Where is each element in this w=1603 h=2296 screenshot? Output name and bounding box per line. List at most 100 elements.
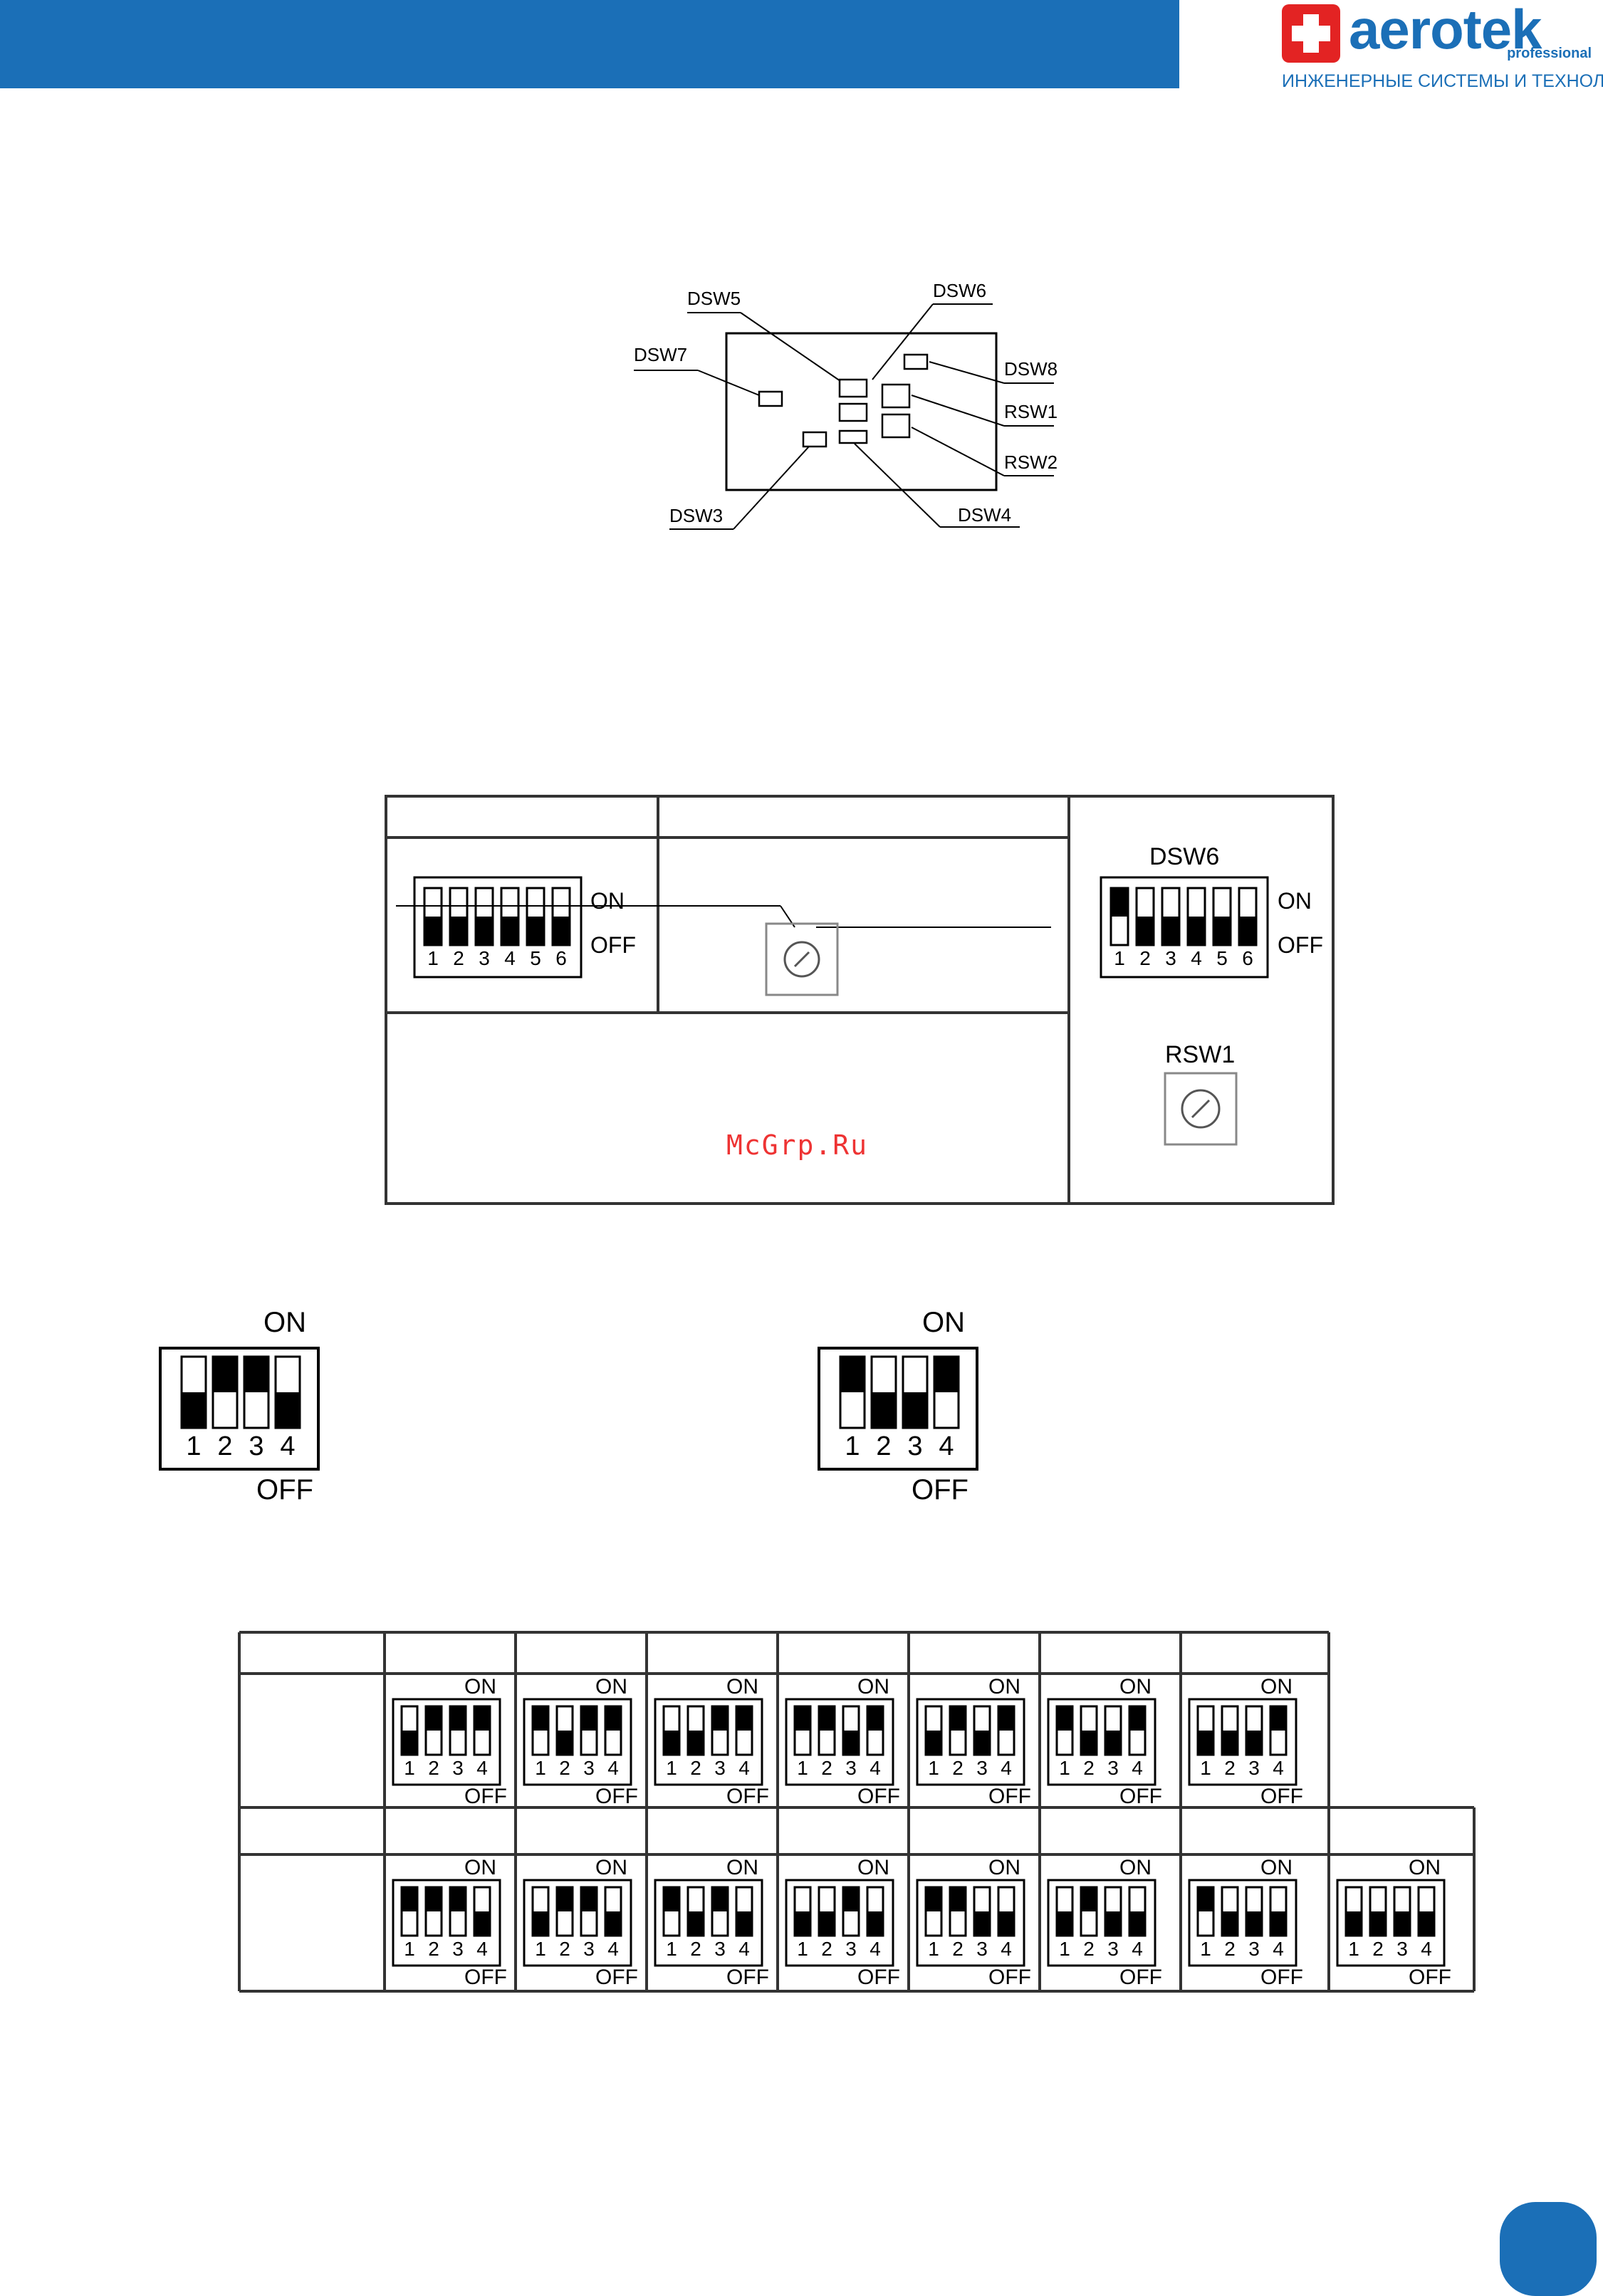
- svg-text:3: 3: [1248, 1938, 1260, 1960]
- table-row2-cell-1-slot-4: 4: [473, 1886, 491, 1960]
- label-dsw7: DSW7: [634, 344, 687, 365]
- svg-text:2: 2: [952, 1938, 964, 1960]
- svg-text:ON: ON: [726, 1675, 758, 1698]
- table-row2-cell-6-slot-2: 2: [1080, 1886, 1098, 1960]
- table-row2-cell-3-slot-1: 1: [662, 1886, 681, 1960]
- svg-text:2: 2: [876, 1431, 891, 1461]
- dip6-left-slot-5: 5: [526, 887, 545, 969]
- svg-text:6: 6: [1242, 947, 1253, 969]
- svg-text:2: 2: [690, 1938, 701, 1960]
- dip6-left-slot-3: 3: [474, 887, 494, 969]
- svg-text:OFF: OFF: [1260, 1785, 1303, 1808]
- svg-text:3: 3: [714, 1757, 726, 1779]
- svg-text:4: 4: [870, 1757, 881, 1779]
- label-rsw2: RSW2: [1004, 452, 1058, 473]
- svg-text:3: 3: [976, 1938, 988, 1960]
- svg-text:3: 3: [1396, 1938, 1408, 1960]
- svg-text:4: 4: [607, 1938, 619, 1960]
- table-row2-cell-3-slot-2: 2: [686, 1886, 705, 1960]
- table-row1-cell-6-slot-3: 3: [1104, 1705, 1122, 1779]
- svg-text:6: 6: [555, 947, 567, 969]
- table-row1-cell-2-slot-1: 1: [531, 1705, 550, 1779]
- table-row2-cell-6-slot-3: 3: [1104, 1886, 1122, 1960]
- svg-text:ON: ON: [1278, 888, 1312, 914]
- table-row1-cell-3-slot-4: 4: [735, 1705, 753, 1779]
- example-right-slot-4: 4: [933, 1355, 960, 1461]
- svg-text:4: 4: [738, 1757, 750, 1779]
- svg-text:3: 3: [583, 1757, 595, 1779]
- table-row1-cell-1-slot-2: 2: [424, 1705, 443, 1779]
- svg-text:5: 5: [530, 947, 541, 969]
- svg-text:1: 1: [928, 1938, 939, 1960]
- svg-text:ON: ON: [857, 1675, 889, 1698]
- svg-text:1: 1: [845, 1431, 860, 1461]
- svg-text:2: 2: [1083, 1757, 1095, 1779]
- svg-text:ON: ON: [464, 1856, 496, 1879]
- svg-text:OFF: OFF: [726, 1785, 769, 1808]
- table-row2-cell-8-slot-2: 2: [1369, 1886, 1387, 1960]
- header-bar: [0, 0, 1179, 88]
- svg-text:3: 3: [1248, 1757, 1260, 1779]
- table-row2-cell-7-slot-4: 4: [1269, 1886, 1288, 1960]
- svg-text:1: 1: [1200, 1938, 1211, 1960]
- svg-text:ON: ON: [595, 1856, 627, 1879]
- svg-text:2: 2: [1083, 1938, 1095, 1960]
- svg-text:ON: ON: [1260, 1675, 1293, 1698]
- svg-text:1: 1: [404, 1938, 415, 1960]
- svg-text:OFF: OFF: [726, 1966, 769, 1989]
- svg-text:3: 3: [1107, 1938, 1119, 1960]
- svg-text:OFF: OFF: [988, 1966, 1031, 1989]
- svg-text:ON: ON: [1260, 1856, 1293, 1879]
- example-right-slot-3: 3: [902, 1355, 929, 1461]
- svg-text:OFF: OFF: [464, 1785, 507, 1808]
- svg-text:3: 3: [845, 1938, 857, 1960]
- svg-text:OFF: OFF: [595, 1966, 638, 1989]
- svg-text:3: 3: [976, 1757, 988, 1779]
- svg-text:OFF: OFF: [1119, 1785, 1162, 1808]
- dsw6-slot-2: 2: [1135, 887, 1155, 969]
- label-dsw3: DSW3: [669, 505, 723, 526]
- rsw1-rotary-switch: [1164, 1072, 1238, 1146]
- dsw6-title: DSW6: [1149, 843, 1219, 870]
- svg-text:OFF: OFF: [595, 1785, 638, 1808]
- svg-text:3: 3: [845, 1757, 857, 1779]
- svg-text:ON: ON: [263, 1307, 306, 1338]
- svg-text:4: 4: [504, 947, 516, 969]
- svg-text:1: 1: [535, 1757, 546, 1779]
- svg-text:2: 2: [453, 947, 464, 969]
- svg-text:3: 3: [479, 947, 490, 969]
- brand-name: aerotek: [1349, 0, 1542, 61]
- table-row2-cell-4-slot-1: 1: [793, 1886, 812, 1960]
- table-row2-cell-6-slot-4: 4: [1128, 1886, 1147, 1960]
- table-row2-cell-4-slot-2: 2: [818, 1886, 836, 1960]
- svg-text:4: 4: [476, 1757, 488, 1779]
- brand-sub: professional: [1507, 46, 1592, 61]
- dsw6-slot-4: 4: [1186, 887, 1206, 969]
- svg-text:2: 2: [821, 1938, 832, 1960]
- table-row1-cell-4-slot-2: 2: [818, 1705, 836, 1779]
- brand-logo: aerotek professional ИНЖЕНЕРНЫЕ СИСТЕМЫ …: [1282, 0, 1603, 100]
- svg-text:4: 4: [280, 1431, 295, 1461]
- table-row2-cell-5-slot-4: 4: [997, 1886, 1015, 1960]
- table-row2-cell-5-slot-1: 1: [924, 1886, 943, 1960]
- table-row1-cell-5-slot-1: 1: [924, 1705, 943, 1779]
- svg-text:4: 4: [1273, 1757, 1284, 1779]
- svg-text:OFF: OFF: [464, 1966, 507, 1989]
- table-row1-cell-7-slot-3: 3: [1245, 1705, 1263, 1779]
- svg-text:OFF: OFF: [1119, 1966, 1162, 1989]
- rotary-switch-middle: [765, 922, 839, 996]
- svg-text:3: 3: [583, 1938, 595, 1960]
- svg-text:3: 3: [907, 1431, 922, 1461]
- svg-text:OFF: OFF: [912, 1474, 968, 1503]
